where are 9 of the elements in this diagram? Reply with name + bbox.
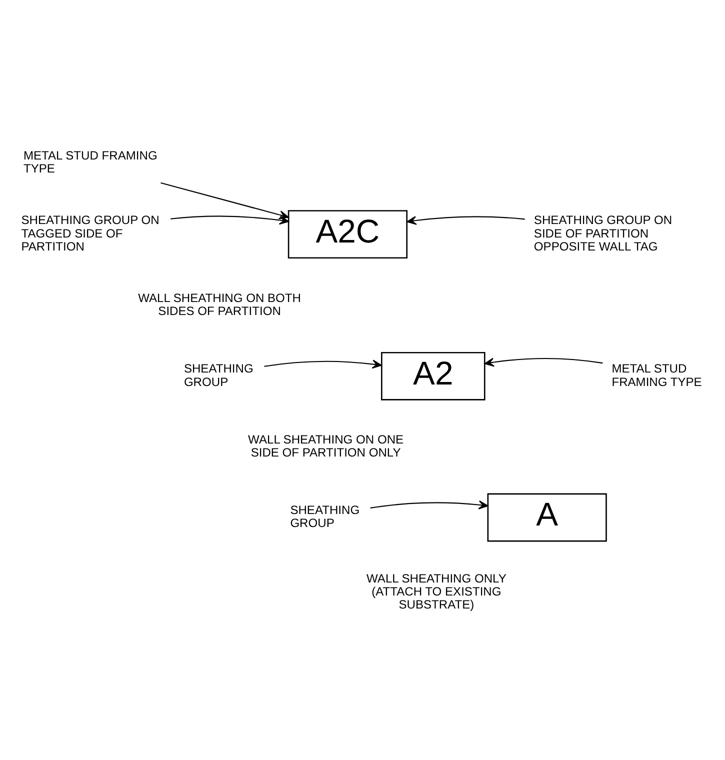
node-text: SHEATHING GROUP ON SIDE OF PARTITION OPPOSITE WALL TAG [534, 213, 672, 254]
node-text: METAL STUD FRAMING TYPE [23, 148, 158, 176]
node-label: WALL SHEATHING ON BOTH SIDES OF PARTITION [138, 291, 301, 318]
node-label: WALL SHEATHING ON ONE SIDE OF PARTITION ONLY [248, 432, 404, 460]
node-text: SHEATHING GROUP [184, 362, 254, 389]
node-label: WALL SHEATHING ONLY (ATTACH TO EXISTING SUBSTRATE) [366, 571, 506, 612]
node-text: SHEATHING GROUP ON TAGGED SIDE OF PARTITION [21, 213, 160, 254]
node-text: METAL STUD FRAMING TYPE [612, 362, 702, 389]
node-text: SHEATHING GROUP [290, 502, 360, 530]
